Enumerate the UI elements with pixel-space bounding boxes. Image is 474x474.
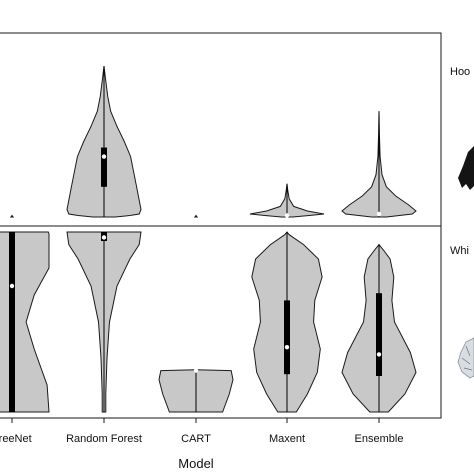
x-tick-label-treenet: TreeNet bbox=[0, 433, 32, 445]
x-tick-label-random-forest: Random Forest bbox=[66, 433, 142, 445]
violin-whi-treenet bbox=[0, 231, 50, 413]
panel-label-2: Whi bbox=[450, 245, 469, 257]
median-whi-ensemble bbox=[376, 352, 382, 357]
median-hoo-maxent bbox=[284, 213, 290, 218]
bird-illustration-bottom bbox=[457, 337, 474, 379]
x-tick-label-cart: CART bbox=[181, 433, 211, 445]
median-whi-cart bbox=[193, 368, 199, 373]
box-hoo-random-forest bbox=[101, 147, 107, 187]
panel-frame-2 bbox=[0, 225, 442, 419]
median-hoo-random-forest bbox=[101, 154, 107, 159]
median-whi-random-forest bbox=[101, 235, 107, 240]
x-axis-title: Model bbox=[178, 456, 214, 471]
box-whi-treenet bbox=[9, 232, 15, 412]
median-whi-treenet bbox=[9, 283, 15, 289]
box-whi-ensemble bbox=[376, 293, 382, 376]
x-tick-label-maxent: Maxent bbox=[269, 433, 305, 445]
violin-hoo-cart bbox=[193, 214, 199, 218]
panel-label-1: Hoo bbox=[450, 66, 470, 78]
median-hoo-ensemble bbox=[376, 211, 382, 217]
bird-illustration-bottom-detail bbox=[461, 345, 473, 371]
violin-hoo-treenet bbox=[9, 214, 15, 218]
median-whi-maxent bbox=[284, 345, 290, 350]
box-whi-maxent bbox=[284, 300, 290, 375]
bird-illustration-top bbox=[458, 146, 474, 190]
x-tick-label-ensemble: Ensemble bbox=[355, 433, 404, 445]
